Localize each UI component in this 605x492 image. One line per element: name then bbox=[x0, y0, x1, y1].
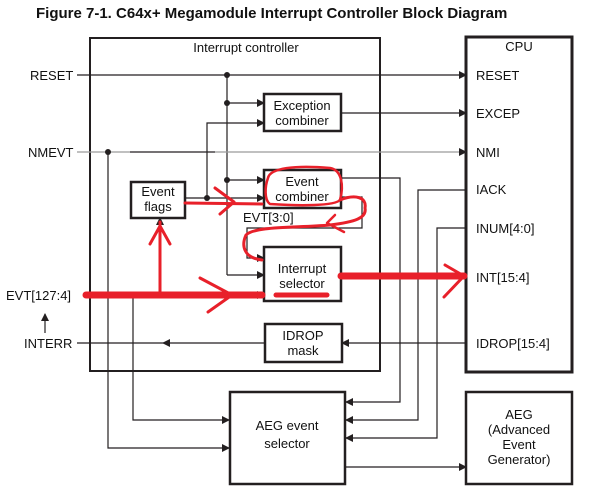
idrop-mask-line2: mask bbox=[287, 343, 319, 358]
cpu-port-iack: IACK bbox=[476, 182, 507, 197]
input-interr: INTERR bbox=[24, 336, 72, 351]
nmevt-to-aeg-wire bbox=[107, 152, 230, 452]
aeg-block bbox=[464, 390, 574, 486]
input-reset: RESET bbox=[30, 68, 73, 83]
event-flags-line1: Event bbox=[141, 184, 175, 199]
cpu-port-idrop: IDROP[15:4] bbox=[476, 336, 550, 351]
event-flags-line2: flags bbox=[144, 199, 172, 214]
red-up-arrow-head bbox=[148, 224, 172, 246]
aeg-line1: AEG bbox=[505, 407, 532, 422]
aeg-line3: Event bbox=[502, 437, 536, 452]
red-int-chevron bbox=[442, 263, 466, 299]
interrupt-controller-label: Interrupt controller bbox=[193, 40, 299, 55]
cpu-label: CPU bbox=[505, 39, 532, 54]
event-combiner-line1: Event bbox=[285, 174, 319, 189]
evt-to-aeg-wire bbox=[132, 295, 230, 424]
aeg-line2: (Advanced bbox=[488, 422, 550, 437]
idrop-mask-line1: IDROP bbox=[282, 328, 323, 343]
input-evt: EVT[127:4] bbox=[6, 288, 71, 303]
junction bbox=[204, 195, 210, 201]
aeg-event-selector-line2: selector bbox=[264, 436, 310, 451]
exception-combiner-line1: Exception bbox=[273, 98, 330, 113]
evtcomb-to-aeg-wire bbox=[341, 177, 401, 406]
red-combiner-chevron bbox=[213, 186, 236, 216]
inum-to-aeg-wire bbox=[345, 227, 466, 442]
interrupt-selector-line1: Interrupt bbox=[278, 261, 327, 276]
interrupt-selector-line2: selector bbox=[279, 276, 325, 291]
cpu-box bbox=[464, 35, 574, 374]
cpu-port-nmi: NMI bbox=[476, 145, 500, 160]
red-annotations bbox=[82, 165, 468, 314]
idrop-mask-block bbox=[263, 322, 344, 364]
iack-to-aeg-wire bbox=[345, 189, 466, 424]
interrupt-controller-box bbox=[89, 37, 381, 372]
red-loop-chevron bbox=[325, 213, 346, 234]
cpu-port-excep: EXCEP bbox=[476, 106, 520, 121]
cpu-port-reset: RESET bbox=[476, 68, 519, 83]
flags-to-exception-wire bbox=[206, 119, 265, 198]
evt30-label: EVT[3:0] bbox=[243, 210, 294, 225]
interr-arrowhead bbox=[162, 339, 170, 347]
figure-title: Figure 7-1. C64x+ Megamodule Interrupt C… bbox=[36, 5, 508, 22]
cpu-port-inum: INUM[4:0] bbox=[476, 221, 535, 236]
red-evt-chevron bbox=[198, 276, 234, 314]
exception-combiner-line2: combiner bbox=[275, 113, 329, 128]
event-combiner-block bbox=[262, 168, 343, 210]
red-flags-to-combiner bbox=[183, 201, 264, 206]
aeg-event-selector-line1: AEG event bbox=[256, 418, 319, 433]
aeg-line4: Generator) bbox=[488, 452, 551, 467]
aeg-event-selector-block bbox=[228, 390, 347, 486]
event-combiner-line2: combiner bbox=[275, 189, 329, 204]
cpu-port-int: INT[15:4] bbox=[476, 270, 529, 285]
input-nmevt: NMEVT bbox=[28, 145, 74, 160]
